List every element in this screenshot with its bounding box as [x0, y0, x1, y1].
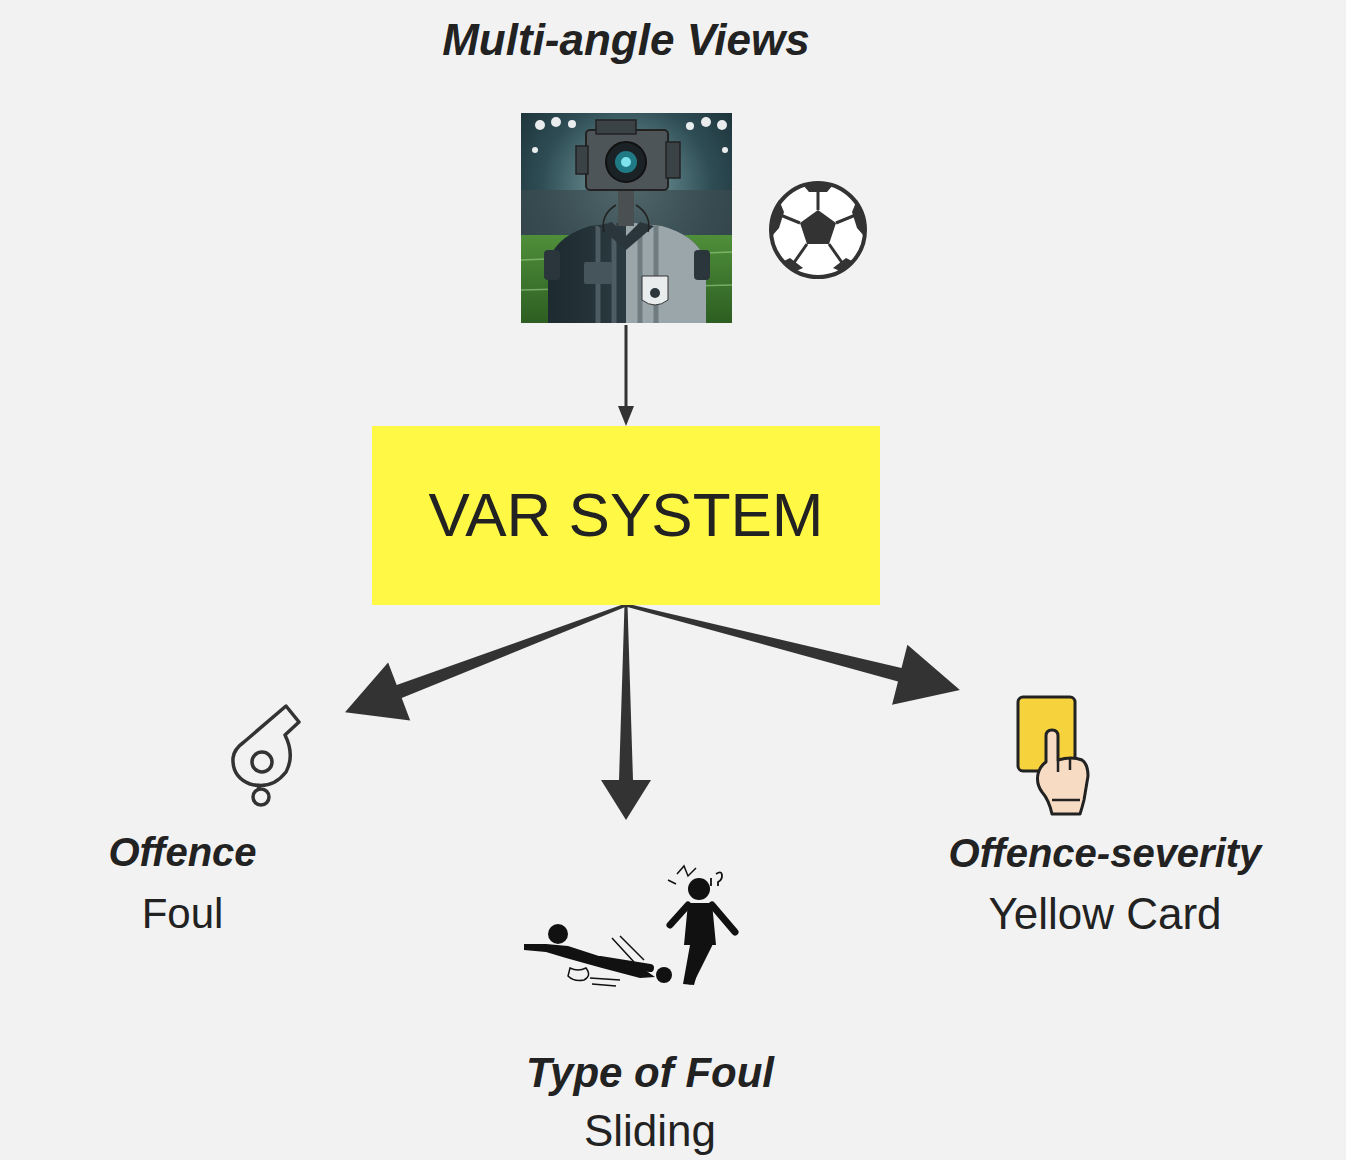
text-group: OffenceFoul — [90, 822, 275, 945]
node-heading: Type of Foul — [526, 1044, 774, 1103]
foul-type-output: Type of FoulSliding — [500, 820, 800, 1158]
flow-arrow — [345, 604, 627, 721]
camera-input-node: Multi-angle Views — [386, 10, 866, 325]
arrow-shape — [618, 325, 634, 426]
node-value: Yellow Card — [988, 883, 1221, 945]
whistle-icon — [233, 706, 299, 805]
node-value: Foul — [142, 882, 224, 945]
node-value: Sliding — [584, 1103, 716, 1158]
flow-arrow — [626, 604, 960, 705]
node-heading: VAR SYSTEM — [428, 478, 823, 552]
arrow-shape — [601, 605, 651, 820]
yellow-card-icon — [1018, 697, 1088, 814]
severity-output: Offence-severityYellow Card — [900, 690, 1310, 945]
sliding-tackle-icon — [524, 866, 735, 986]
flow-arrow — [601, 605, 651, 820]
referee-illustration — [521, 113, 732, 323]
node-heading: Multi-angle Views — [442, 10, 810, 69]
flow-arrow — [618, 325, 634, 426]
arrow-shape — [345, 604, 627, 721]
node-heading: Offence — [108, 822, 256, 882]
node-heading: Offence-severity — [949, 823, 1262, 883]
arrow-shape — [626, 604, 960, 705]
soccer-ball — [771, 183, 865, 277]
var-system-box: VAR SYSTEM — [372, 426, 880, 605]
offence-output: OffenceFoul — [90, 700, 345, 945]
